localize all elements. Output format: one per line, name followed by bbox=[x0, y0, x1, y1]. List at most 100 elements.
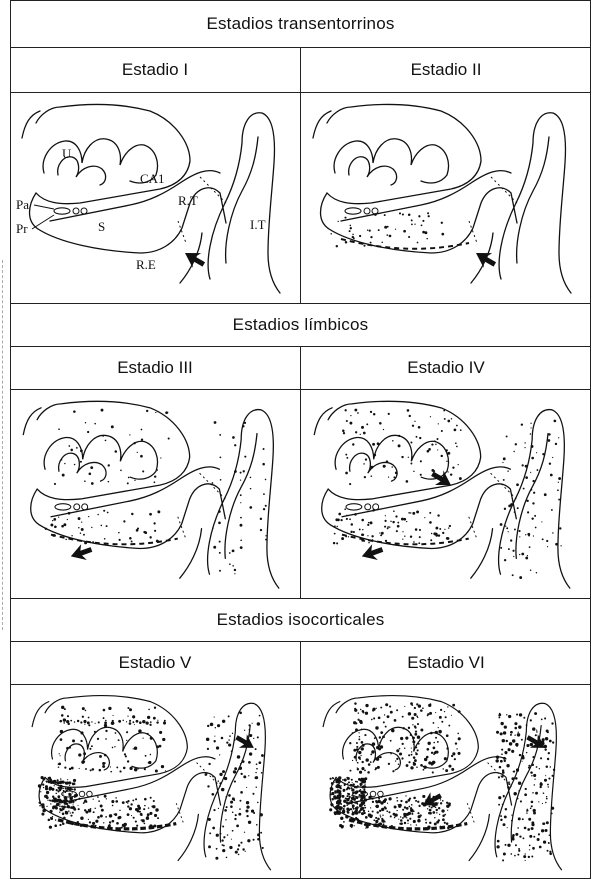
tangle-stipple-dot bbox=[80, 816, 83, 819]
tangle-stipple-dot bbox=[147, 733, 149, 735]
tangle-stipple-dot bbox=[422, 220, 424, 222]
tangle-stipple-dot bbox=[239, 767, 242, 770]
tangle-stipple-dot bbox=[350, 824, 353, 827]
tangle-stipple-dot bbox=[522, 756, 525, 759]
tangle-stipple-dot bbox=[233, 799, 235, 801]
tangle-stipple-dot bbox=[420, 764, 423, 767]
tangle-stipple-dot bbox=[56, 803, 59, 806]
tangle-stipple-dot bbox=[229, 552, 231, 554]
arrow-head bbox=[472, 246, 500, 272]
tangle-stipple-dot bbox=[68, 810, 70, 812]
tangle-stipple-dot bbox=[155, 808, 158, 811]
tangle-stipple-dot bbox=[238, 813, 241, 816]
tangle-stipple-dot bbox=[503, 852, 506, 855]
tangle-stipple-dot bbox=[357, 797, 358, 798]
tangle-stipple-dot bbox=[104, 795, 107, 798]
tangle-stipple-dot bbox=[550, 766, 551, 767]
tangle-stipple-dot bbox=[406, 817, 407, 818]
tangle-stipple-dot bbox=[72, 804, 73, 805]
tangle-stipple-dot bbox=[95, 723, 96, 724]
tangle-stipple-dot bbox=[536, 731, 538, 733]
tangle-stipple-dot bbox=[340, 817, 343, 820]
tangle-stipple-dot bbox=[409, 818, 411, 820]
tangle-stipple-dot bbox=[78, 527, 79, 528]
tangle-stipple-dot bbox=[429, 809, 432, 812]
tangle-stipple-dot bbox=[414, 713, 417, 716]
tangle-stipple-dot bbox=[366, 423, 368, 425]
tangle-stipple-dot bbox=[358, 751, 361, 754]
tangle-stipple-dot bbox=[56, 789, 58, 791]
tangle-stipple-dot bbox=[419, 739, 420, 740]
tangle-stipple-dot bbox=[388, 477, 389, 478]
tangle-stipple-dot bbox=[380, 815, 381, 816]
tangle-stipple-dot bbox=[221, 839, 223, 841]
pointer-arrow bbox=[472, 246, 500, 272]
tangle-stipple-dot bbox=[547, 731, 549, 733]
tangle-stipple-dot bbox=[543, 822, 546, 825]
tangle-stipple-dot bbox=[430, 539, 432, 541]
tangle-stipple-dot bbox=[66, 720, 69, 723]
tangle-stipple-dot bbox=[379, 532, 380, 533]
tangle-stipple-dot bbox=[127, 482, 129, 484]
tangle-stipple-dot bbox=[363, 463, 365, 465]
tangle-stipple-dot bbox=[368, 796, 371, 799]
tangle-stipple-dot bbox=[392, 770, 394, 772]
tangle-stipple-dot bbox=[114, 746, 115, 747]
tangle-stipple-dot bbox=[504, 559, 506, 561]
tangle-stipple-dot bbox=[340, 785, 341, 786]
tangle-stipple-dot bbox=[411, 224, 413, 226]
tangle-stipple-dot bbox=[237, 848, 239, 850]
tangle-stipple-dot bbox=[460, 429, 462, 431]
tangle-stipple-dot bbox=[62, 808, 65, 811]
tangle-stipple-dot bbox=[448, 725, 450, 727]
tangle-stipple-dot bbox=[435, 712, 436, 713]
tangle-stipple-dot bbox=[65, 539, 67, 541]
stage-label-3: Estadio III bbox=[10, 346, 300, 389]
tangle-stipple-dot bbox=[553, 769, 555, 771]
tangle-stipple-dot bbox=[406, 480, 409, 483]
tangle-stipple-dot bbox=[149, 513, 152, 516]
tangle-stipple-dot bbox=[54, 824, 57, 827]
tangle-stipple-dot bbox=[375, 726, 378, 729]
tangle-stipple-dot bbox=[106, 525, 108, 527]
tangle-stipple-dot bbox=[542, 538, 544, 540]
tangle-stipple-dot bbox=[148, 709, 150, 711]
tangle-stipple-dot bbox=[343, 789, 346, 792]
tangle-stipple-dot bbox=[552, 741, 554, 743]
tangle-stipple-dot bbox=[63, 718, 66, 721]
tangle-stipple-dot bbox=[415, 528, 418, 531]
tangle-stipple-dot bbox=[413, 541, 414, 542]
stage-label-6: Estadio VI bbox=[301, 641, 591, 684]
tangle-stipple-dot bbox=[448, 804, 451, 807]
label-U: U bbox=[62, 146, 72, 161]
tangle-stipple-dot bbox=[346, 795, 348, 797]
tangle-stipple-dot bbox=[441, 809, 444, 812]
tangle-stipple-dot bbox=[66, 747, 69, 750]
tangle-stipple-dot bbox=[66, 781, 68, 783]
tangle-stipple-dot bbox=[517, 733, 520, 736]
tangle-stipple-dot bbox=[95, 808, 96, 809]
tangle-stipple-dot bbox=[349, 483, 351, 485]
tangle-stipple-dot bbox=[398, 819, 399, 820]
tangle-stipple-dot bbox=[59, 812, 60, 813]
tangle-stipple-dot bbox=[525, 557, 528, 560]
tangle-stipple-dot bbox=[385, 726, 387, 728]
tangle-stipple-dot bbox=[445, 716, 447, 718]
tangle-stipple-dot bbox=[384, 214, 386, 216]
tangle-stipple-dot bbox=[90, 769, 92, 771]
tangle-stipple-dot bbox=[504, 725, 507, 728]
tangle-stipple-dot bbox=[380, 816, 381, 817]
tangle-stipple-dot bbox=[354, 802, 356, 804]
tangle-stipple-dot bbox=[213, 546, 216, 549]
tangle-stipple-dot bbox=[433, 742, 435, 744]
tangle-stipple-dot bbox=[143, 808, 145, 810]
tangle-stipple-dot bbox=[514, 734, 515, 735]
tangle-stipple-dot bbox=[420, 814, 422, 816]
tangle-stipple-dot bbox=[262, 848, 263, 849]
tangle-stipple-dot bbox=[219, 782, 221, 784]
tangle-stipple-dot bbox=[250, 477, 252, 479]
tangle-stipple-dot bbox=[348, 809, 350, 811]
tangle-stipple-dot bbox=[541, 719, 543, 721]
tangle-stipple-dot bbox=[551, 813, 553, 815]
temporal-gyrus-inner bbox=[517, 137, 549, 263]
